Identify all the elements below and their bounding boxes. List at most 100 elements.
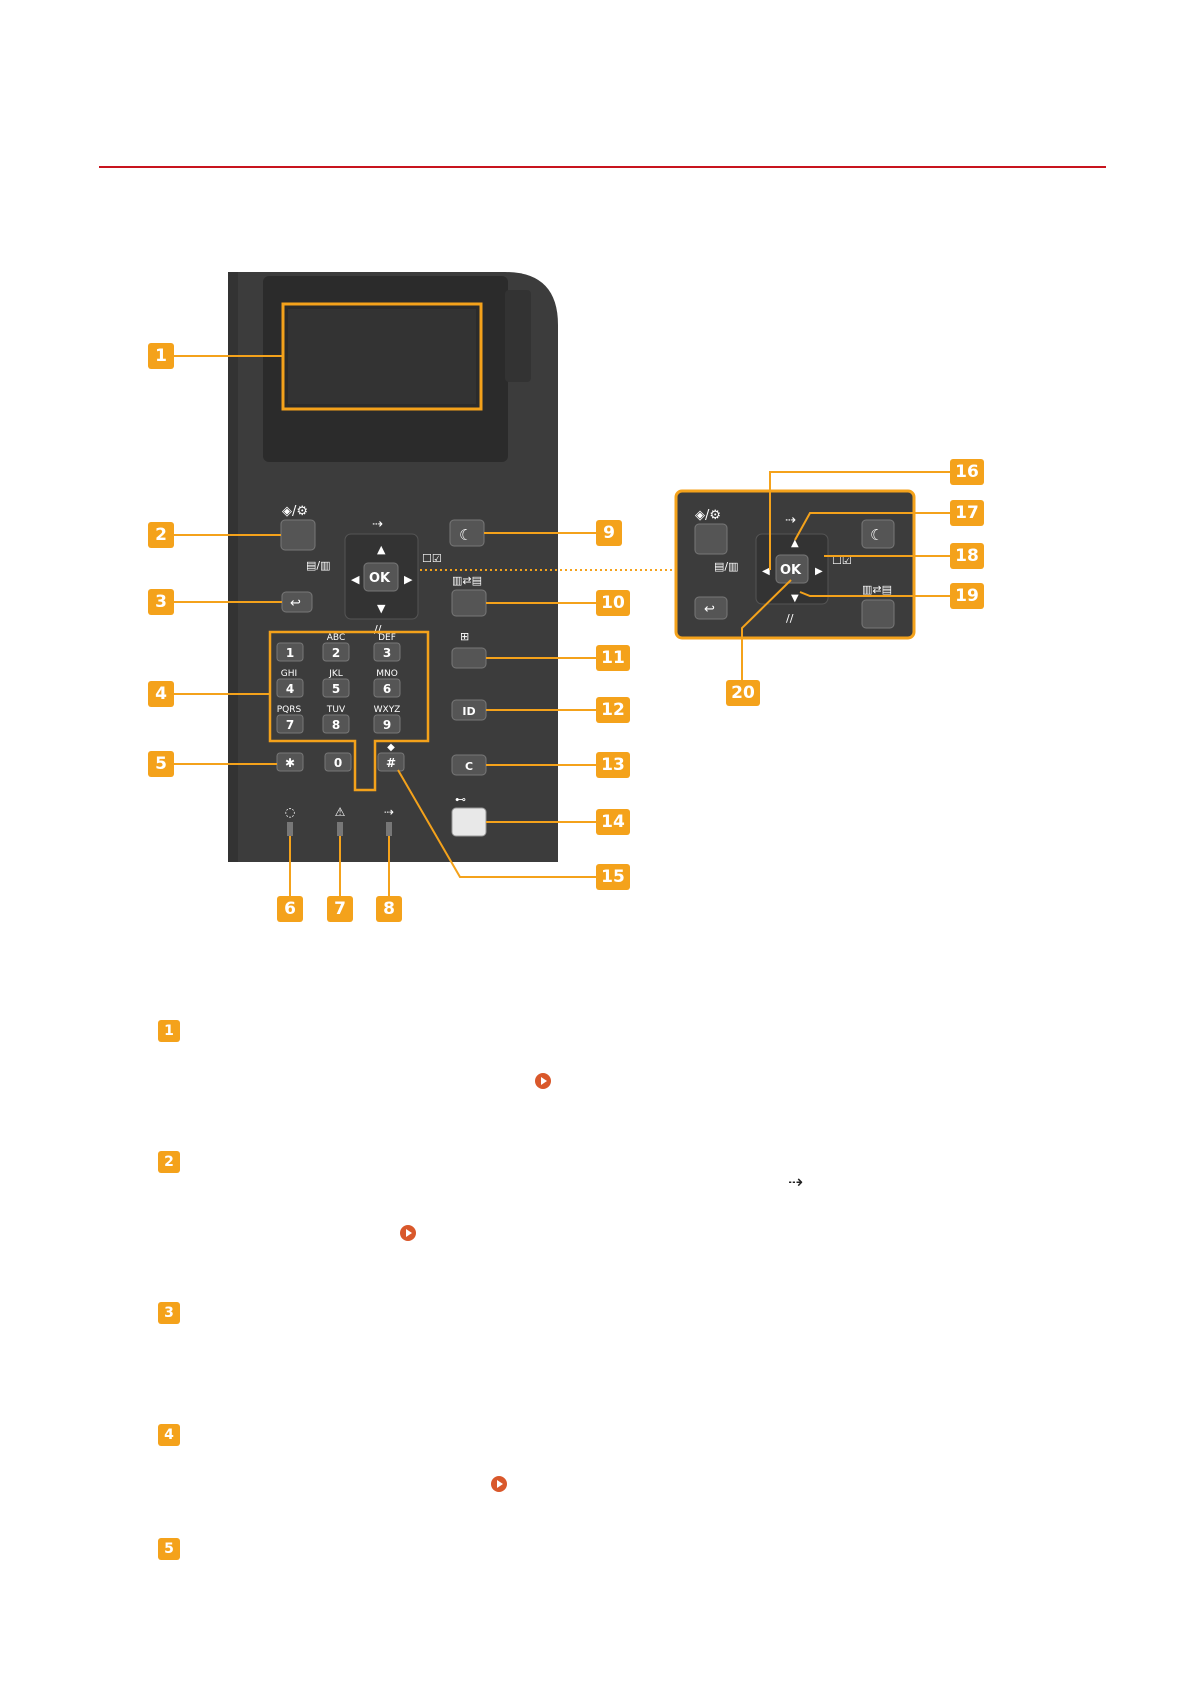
section-2-badge: 2	[158, 1151, 180, 1173]
callout-9: 9	[596, 520, 622, 546]
keypad-letters-9: WXYZ	[374, 705, 401, 715]
home-button	[280, 519, 316, 551]
status-monitor-icon: ▤/▥	[306, 559, 331, 572]
power-lamp	[287, 822, 293, 836]
keypad-letters-2: ABC	[327, 633, 345, 643]
inset-ok-button	[775, 554, 809, 584]
key-star-label: ✱	[285, 756, 295, 770]
display-screen	[288, 309, 476, 404]
inset-dpad-right-icon: ▶	[815, 566, 823, 577]
callout-10: 10	[596, 590, 630, 616]
callout-19: 19	[950, 583, 984, 609]
key-7	[276, 714, 304, 734]
key-zero-label: 0	[334, 756, 342, 770]
inset-job-icon: ⇢	[785, 513, 796, 528]
callout-14: 14	[596, 809, 630, 835]
keypad-letters-6: MNO	[376, 669, 398, 679]
leader-19	[799, 591, 950, 597]
error-icon: ⚠	[335, 805, 346, 819]
inset-display-switch-icon: ▥⇄▤	[862, 583, 892, 596]
power-icon: ◌	[285, 805, 295, 819]
inset-moon-icon: ☾	[870, 526, 883, 544]
scan-button	[451, 647, 487, 669]
clear-label: C	[465, 760, 473, 773]
key-4	[276, 678, 304, 698]
start-button	[451, 807, 487, 837]
ok-button	[363, 562, 399, 592]
callout-15: 15	[596, 864, 630, 890]
callout-2: 2	[148, 522, 174, 548]
key-9	[373, 714, 401, 734]
id-label: ID	[462, 705, 475, 718]
moon-icon: ☾	[459, 526, 472, 544]
key-6	[373, 678, 401, 698]
inset-home-settings-icon: ◈/⚙	[695, 508, 721, 523]
section-3-badge: 3	[158, 1302, 180, 1324]
inset-reset-icon: //	[786, 612, 794, 625]
panel-top-strip	[228, 272, 238, 862]
inset-dpad-left-icon: ◀	[762, 566, 770, 577]
back-icon: ↩	[290, 596, 301, 611]
keypad-keys	[276, 642, 401, 734]
leader-20	[741, 579, 792, 680]
key-label-9: 9	[383, 718, 391, 732]
key-label-6: 6	[383, 682, 391, 696]
inset-energy-saver-button	[861, 519, 895, 549]
key-star	[276, 752, 304, 772]
display-switch-button	[451, 589, 487, 617]
section-5-badge: 5	[158, 1538, 180, 1560]
header-rule	[99, 166, 1106, 168]
inset-select-icon: ☐☑	[832, 554, 852, 567]
scan-icon: ⊞	[460, 630, 469, 643]
inset-ok-label: OK	[780, 563, 802, 578]
inset-back-button	[694, 596, 728, 620]
dpad-down-icon: ▼	[377, 602, 386, 615]
dpad-up-icon: ▲	[377, 543, 386, 556]
section-1-link-icon[interactable]	[535, 1073, 551, 1089]
home-settings-icon: ◈/⚙	[282, 504, 308, 519]
callout-1: 1	[148, 343, 174, 369]
section-1-badge: 1	[158, 1020, 180, 1042]
callout-11: 11	[596, 645, 630, 671]
key-label-3: 3	[383, 646, 391, 660]
inset-back-icon: ↩	[704, 602, 715, 617]
reset-icon: //	[374, 623, 382, 636]
callout-7: 7	[327, 896, 353, 922]
callout-16: 16	[950, 459, 984, 485]
dpad-left-icon: ◀	[351, 573, 360, 586]
key-label-7: 7	[286, 718, 294, 732]
control-panel-diagram: ◈/⚙ ▤/▥ ↩ ⇢ ▲ ▼ ◀ ▶ OK // ☐☑ ☾ ▥⇄▤ ⊞ ABC…	[174, 272, 950, 896]
key-label-8: 8	[332, 718, 340, 732]
inset-display-switch-button	[861, 599, 895, 629]
error-lamp	[337, 822, 343, 836]
key-hash	[377, 752, 405, 772]
display-bezel	[505, 290, 531, 382]
callout-17: 17	[950, 500, 984, 526]
processing-data-icon: ⇢	[788, 1172, 804, 1193]
callout-6: 6	[277, 896, 303, 922]
key-zero	[324, 752, 352, 772]
processing-lamp	[386, 822, 392, 836]
display-switch-icon: ▥⇄▤	[452, 574, 482, 587]
key-label-1: 1	[286, 646, 294, 660]
callout-5: 5	[148, 751, 174, 777]
keypad-letters-5: JKL	[328, 669, 343, 679]
processing-icon: ⇢	[384, 805, 394, 819]
section-2-link-icon[interactable]	[400, 1225, 416, 1241]
inset-status-monitor-icon: ▤/▥	[714, 560, 739, 573]
key-hash-label: #	[386, 756, 396, 770]
leader-15	[397, 769, 596, 878]
keypad-letters-4: GHI	[281, 669, 297, 679]
keypad-letters-3: DEF	[378, 633, 396, 643]
callout-20: 20	[726, 680, 760, 706]
section-4-badge: 4	[158, 1424, 180, 1446]
job-icon: ⇢	[372, 517, 383, 532]
key-1	[276, 642, 304, 662]
key-5	[322, 678, 350, 698]
section-4-link-icon[interactable]	[491, 1476, 507, 1492]
callout-4: 4	[148, 681, 174, 707]
start-icon: ⊷	[455, 793, 466, 806]
key-label-4: 4	[286, 682, 294, 696]
keypad-letters-8: TUV	[326, 705, 346, 715]
inset-dpad-up-icon: ▲	[791, 538, 799, 549]
